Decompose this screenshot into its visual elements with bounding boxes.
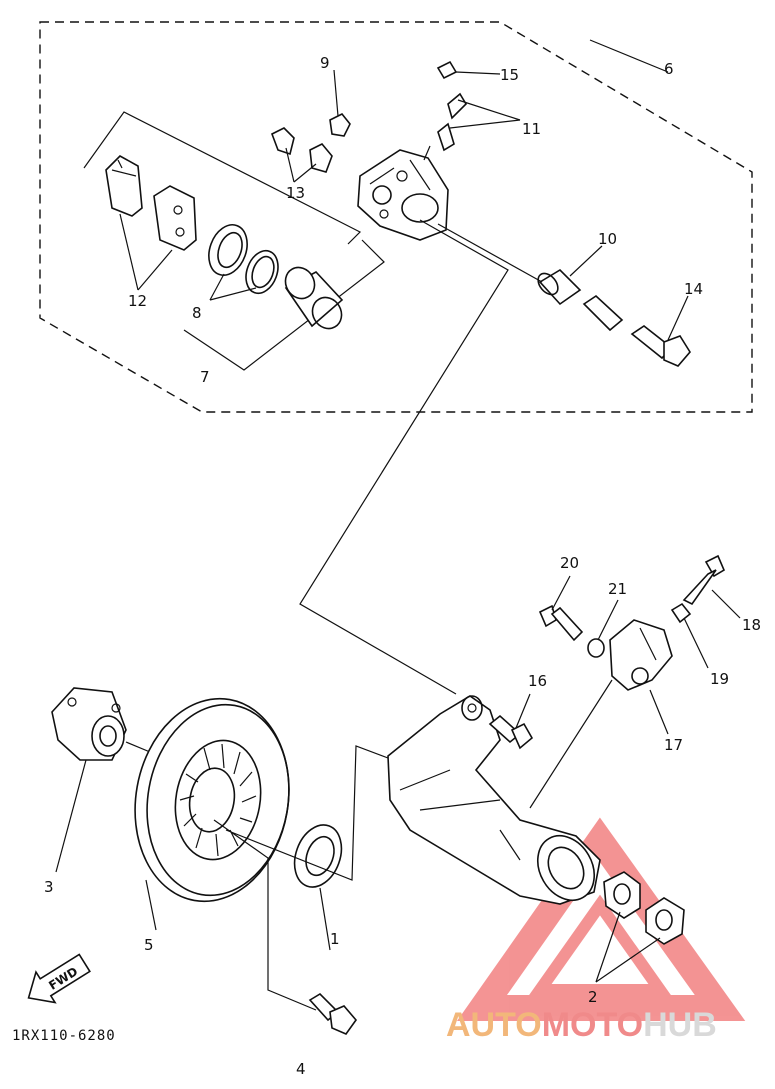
washer [587, 638, 605, 658]
adjuster-bolt [682, 554, 726, 606]
callout-20: 20 [560, 554, 579, 572]
caliper-body [357, 149, 449, 241]
callout-leaders-top [119, 39, 689, 341]
bleed-cap [436, 60, 458, 80]
mount-bolt [488, 714, 534, 750]
adjuster-nut [670, 602, 692, 624]
callout-18: 18 [742, 616, 761, 634]
axle-nut-2 [645, 897, 685, 945]
callout-10: 10 [598, 230, 617, 248]
callout-19: 19 [710, 670, 729, 688]
bleed-screw [423, 92, 468, 161]
leader-caliper-mount [299, 219, 509, 695]
adjuster-bracket [609, 619, 673, 691]
disc-bolt [308, 992, 358, 1035]
watermark-moto: MOTO [542, 1006, 643, 1044]
fwd-arrow-icon: FWD [27, 953, 91, 1004]
callout-8: 8 [192, 304, 202, 322]
callout-5: 5 [144, 936, 154, 954]
caliper-bolt [630, 325, 691, 367]
callout-leaders-bottom [55, 575, 741, 983]
pad-retainer-clips [270, 127, 333, 173]
callout-14: 14 [684, 280, 703, 298]
callout-21: 21 [608, 580, 627, 598]
callout-4: 4 [296, 1060, 306, 1078]
caliper-pin [582, 294, 624, 332]
callout-3: 3 [44, 878, 54, 896]
hub-axis [125, 741, 151, 753]
dust-seal [245, 249, 279, 295]
callout-6: 6 [664, 60, 674, 78]
caliper-nut [329, 112, 351, 137]
axle-nut-1 [603, 871, 641, 919]
leader-hub-axle [225, 745, 389, 881]
callout-16: 16 [528, 672, 547, 690]
callout-17: 17 [664, 736, 683, 754]
leader-17-mount [529, 679, 613, 809]
callout-15: 15 [500, 66, 519, 84]
brake-pad-outer [105, 155, 143, 217]
wheel-hub [51, 687, 127, 761]
callout-11: 11 [522, 120, 541, 138]
callout-9: 9 [320, 54, 330, 72]
brake-pad-inner [153, 185, 197, 251]
caliper-piston [284, 266, 344, 330]
piston-seal-large [208, 224, 248, 276]
bracket-12 [83, 111, 362, 245]
callout-7: 7 [200, 368, 210, 386]
brake-disc [134, 697, 290, 903]
leader-4 [213, 819, 317, 1011]
caliper-assembly-boundary [39, 21, 753, 413]
diagram-code: 1RX110-6280 [12, 1028, 116, 1044]
leader-10 [437, 223, 543, 283]
oil-seal [293, 824, 343, 888]
bracket-bolt [538, 604, 584, 642]
axle-housing [387, 695, 601, 905]
callout-2: 2 [588, 988, 598, 1006]
callout-12: 12 [128, 292, 147, 310]
watermark-hub: HUB [643, 1006, 717, 1044]
watermark-auto: AUTO [446, 1006, 542, 1044]
watermark-text: AUTOMOTOHUB [446, 1006, 717, 1044]
callout-13: 13 [286, 184, 305, 202]
callout-1: 1 [330, 930, 340, 948]
caliper-sleeve [537, 268, 582, 306]
